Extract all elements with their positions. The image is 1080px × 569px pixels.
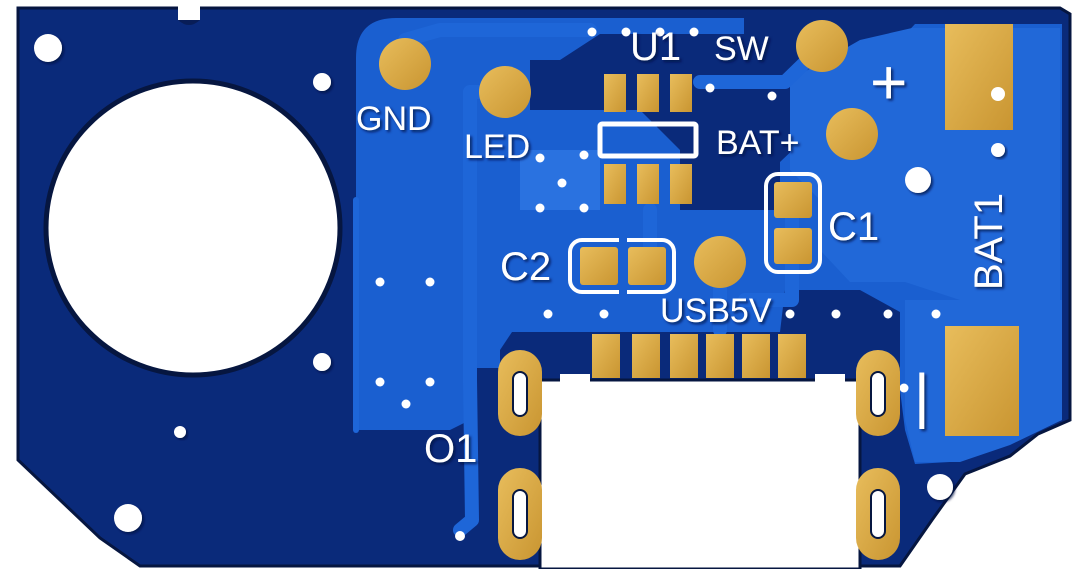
usb-cutout-tab-left (560, 374, 590, 382)
via (535, 203, 545, 213)
hole-small-left (174, 426, 186, 438)
via (543, 309, 553, 319)
c1-component (764, 172, 822, 274)
board-notch (178, 0, 200, 20)
via (931, 309, 941, 319)
hole-top-left (34, 34, 62, 62)
usb-pin (778, 334, 806, 378)
via (883, 309, 893, 319)
hole-mid-top (313, 73, 331, 91)
usb-pin (632, 334, 660, 378)
via (705, 83, 715, 93)
slot-hole-bl (512, 489, 528, 539)
label-c2: C2 (500, 245, 551, 289)
via (599, 309, 609, 319)
board-notch-edge (178, 20, 200, 25)
via (401, 399, 411, 409)
battery-pads (945, 24, 1019, 436)
via (375, 377, 385, 387)
bat-plus-hole (991, 87, 1005, 101)
slot-hole-br (870, 489, 886, 539)
via (455, 531, 465, 541)
via (785, 309, 795, 319)
pad-led (479, 66, 531, 118)
round-pads (379, 20, 878, 288)
c2-pad (580, 247, 618, 285)
u1-silk-outline (597, 121, 699, 159)
pad-bat-plus (826, 108, 878, 160)
usb-pins (592, 334, 806, 378)
via (655, 27, 665, 37)
usb-slot-pads (498, 350, 900, 560)
hole-mid-bottom (313, 353, 331, 371)
label-gnd: GND (356, 100, 432, 138)
label-c1: C1 (828, 205, 879, 249)
via (375, 277, 385, 287)
u1-pad (637, 164, 659, 204)
via (579, 150, 589, 160)
via (587, 27, 597, 37)
label-minus: | (914, 362, 930, 429)
via (621, 27, 631, 37)
pad-usb5v (694, 236, 746, 288)
label-u1: U1 (630, 25, 681, 69)
label-plus: + (870, 46, 907, 118)
via (579, 203, 589, 213)
hole-right-bottom (927, 474, 953, 500)
via (689, 27, 699, 37)
silkscreen: U1 SW GND LED BAT+ C1 C2 USB5V O1 BAT1 +… (356, 25, 1011, 471)
via (425, 377, 435, 387)
hole-bat-bot (991, 143, 1005, 157)
c1-pad (774, 182, 812, 218)
u1-pad (670, 74, 692, 112)
u1-pad (637, 74, 659, 112)
label-led: LED (464, 128, 530, 166)
via (767, 91, 777, 101)
u1-pads (597, 74, 699, 204)
via (831, 309, 841, 319)
hole-right-mid (905, 167, 931, 193)
usb-pin (670, 334, 698, 378)
u1-pad (604, 74, 626, 112)
via (535, 153, 545, 163)
usb-cutout-tab-right (815, 374, 845, 382)
u1-pad (604, 164, 626, 204)
usb-pin (706, 334, 734, 378)
u1-pad (670, 164, 692, 204)
bat-plus-pad (945, 24, 1013, 130)
motor-cutout (43, 78, 343, 378)
label-o1: O1 (424, 427, 477, 471)
label-sw: SW (714, 30, 769, 68)
vias (375, 27, 941, 541)
via (425, 277, 435, 287)
c1-outline (764, 172, 822, 274)
slot-hole-tr (870, 371, 886, 417)
usb-cutout (538, 378, 862, 569)
pad-gnd (379, 38, 431, 90)
slot-hole-tl (512, 371, 528, 417)
label-usb5v: USB5V (660, 292, 772, 330)
hole-bottom-left (114, 504, 142, 532)
c2-pad (628, 247, 666, 285)
via (899, 383, 909, 393)
c2-gap (619, 234, 627, 298)
label-bat-plus: BAT+ (716, 124, 799, 162)
label-bat1: BAT1 (967, 193, 1011, 290)
usb-pin (592, 334, 620, 378)
bat-minus-pad (945, 326, 1019, 436)
usb-pin (742, 334, 770, 378)
c1-pad (774, 228, 812, 264)
c2-component (568, 234, 676, 298)
via (557, 178, 567, 188)
pad-sw (796, 20, 848, 72)
